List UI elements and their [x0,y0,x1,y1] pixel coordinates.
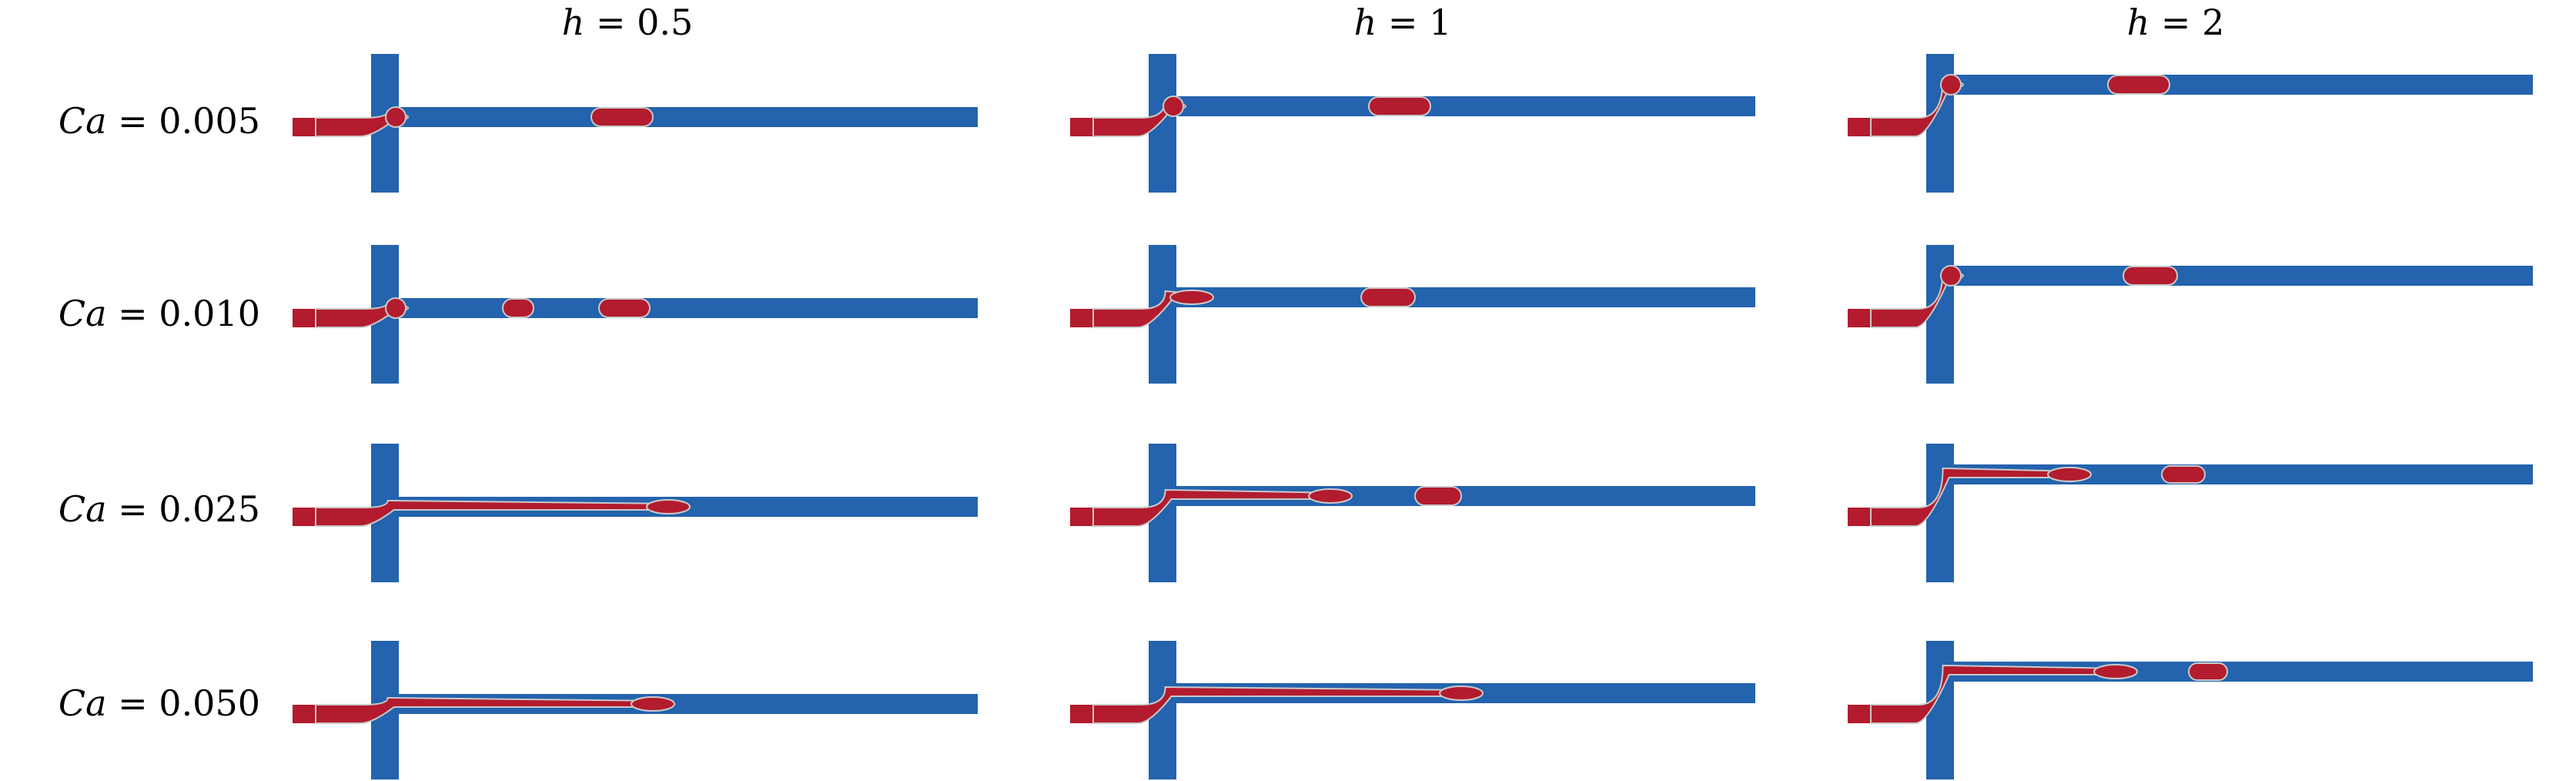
droplet [2161,465,2206,484]
inlet-block [293,705,319,723]
inlet-block [1848,508,1874,526]
inlet-block [1848,705,1874,723]
main-channel [1952,266,2533,286]
thread-tip-bulb [646,499,691,515]
dispersed-thread [1870,77,1964,137]
dispersed-thread [315,300,409,328]
main-channel [1175,287,1755,307]
inlet-block [1070,309,1096,327]
droplet [2107,75,2170,95]
inlet-block [1848,309,1874,327]
thread-tip-bulb [385,297,406,319]
inlet-block [1070,508,1096,526]
dispersed-thread [1870,664,2133,724]
inlet-block [293,508,319,526]
thread-tip-bulb [1169,290,1214,305]
droplet [2188,662,2228,681]
droplet [1414,486,1462,506]
main-channel [1175,96,1755,116]
inlet-block [1070,118,1096,136]
droplet [1368,96,1431,116]
row-label-ca-0.050: Ca = 0.050 [58,682,260,724]
column-header-h-0.5: h = 0.5 [561,2,694,43]
thread-tip-bulb [1163,96,1184,117]
thread-tip-bulb [2093,664,2138,679]
inlet-block [1070,705,1096,723]
inlet-block [1848,118,1874,136]
main-channel [397,298,978,318]
thread-tip-bulb [1940,74,1962,96]
thread-tip-bulb [1439,685,1484,701]
thread-tip-bulb [2047,467,2092,482]
main-channel [1952,75,2533,95]
panels-group [293,54,2533,779]
column-header-h-1: h = 1 [1353,2,1452,43]
droplet [2123,266,2178,286]
thread-tip-bulb [385,106,406,128]
dispersed-thread [315,109,409,137]
droplet [590,107,654,127]
thread-tip-bulb [1940,265,1962,287]
dispersed-thread [1870,268,1964,328]
row-label-ca-0.005: Ca = 0.005 [58,100,260,142]
row-label-ca-0.025: Ca = 0.025 [58,488,260,530]
thread-tip-bulb [1308,488,1353,504]
droplet [598,298,651,318]
main-channel [397,107,978,127]
inlet-block [293,118,319,136]
droplet [502,298,534,318]
column-header-h-2: h = 2 [2126,2,2225,43]
inlet-block [293,309,319,327]
dispersed-thread [1092,99,1186,137]
thread-tip-bulb [631,696,675,712]
row-label-ca-0.010: Ca = 0.010 [58,293,260,334]
droplet [1360,287,1416,307]
